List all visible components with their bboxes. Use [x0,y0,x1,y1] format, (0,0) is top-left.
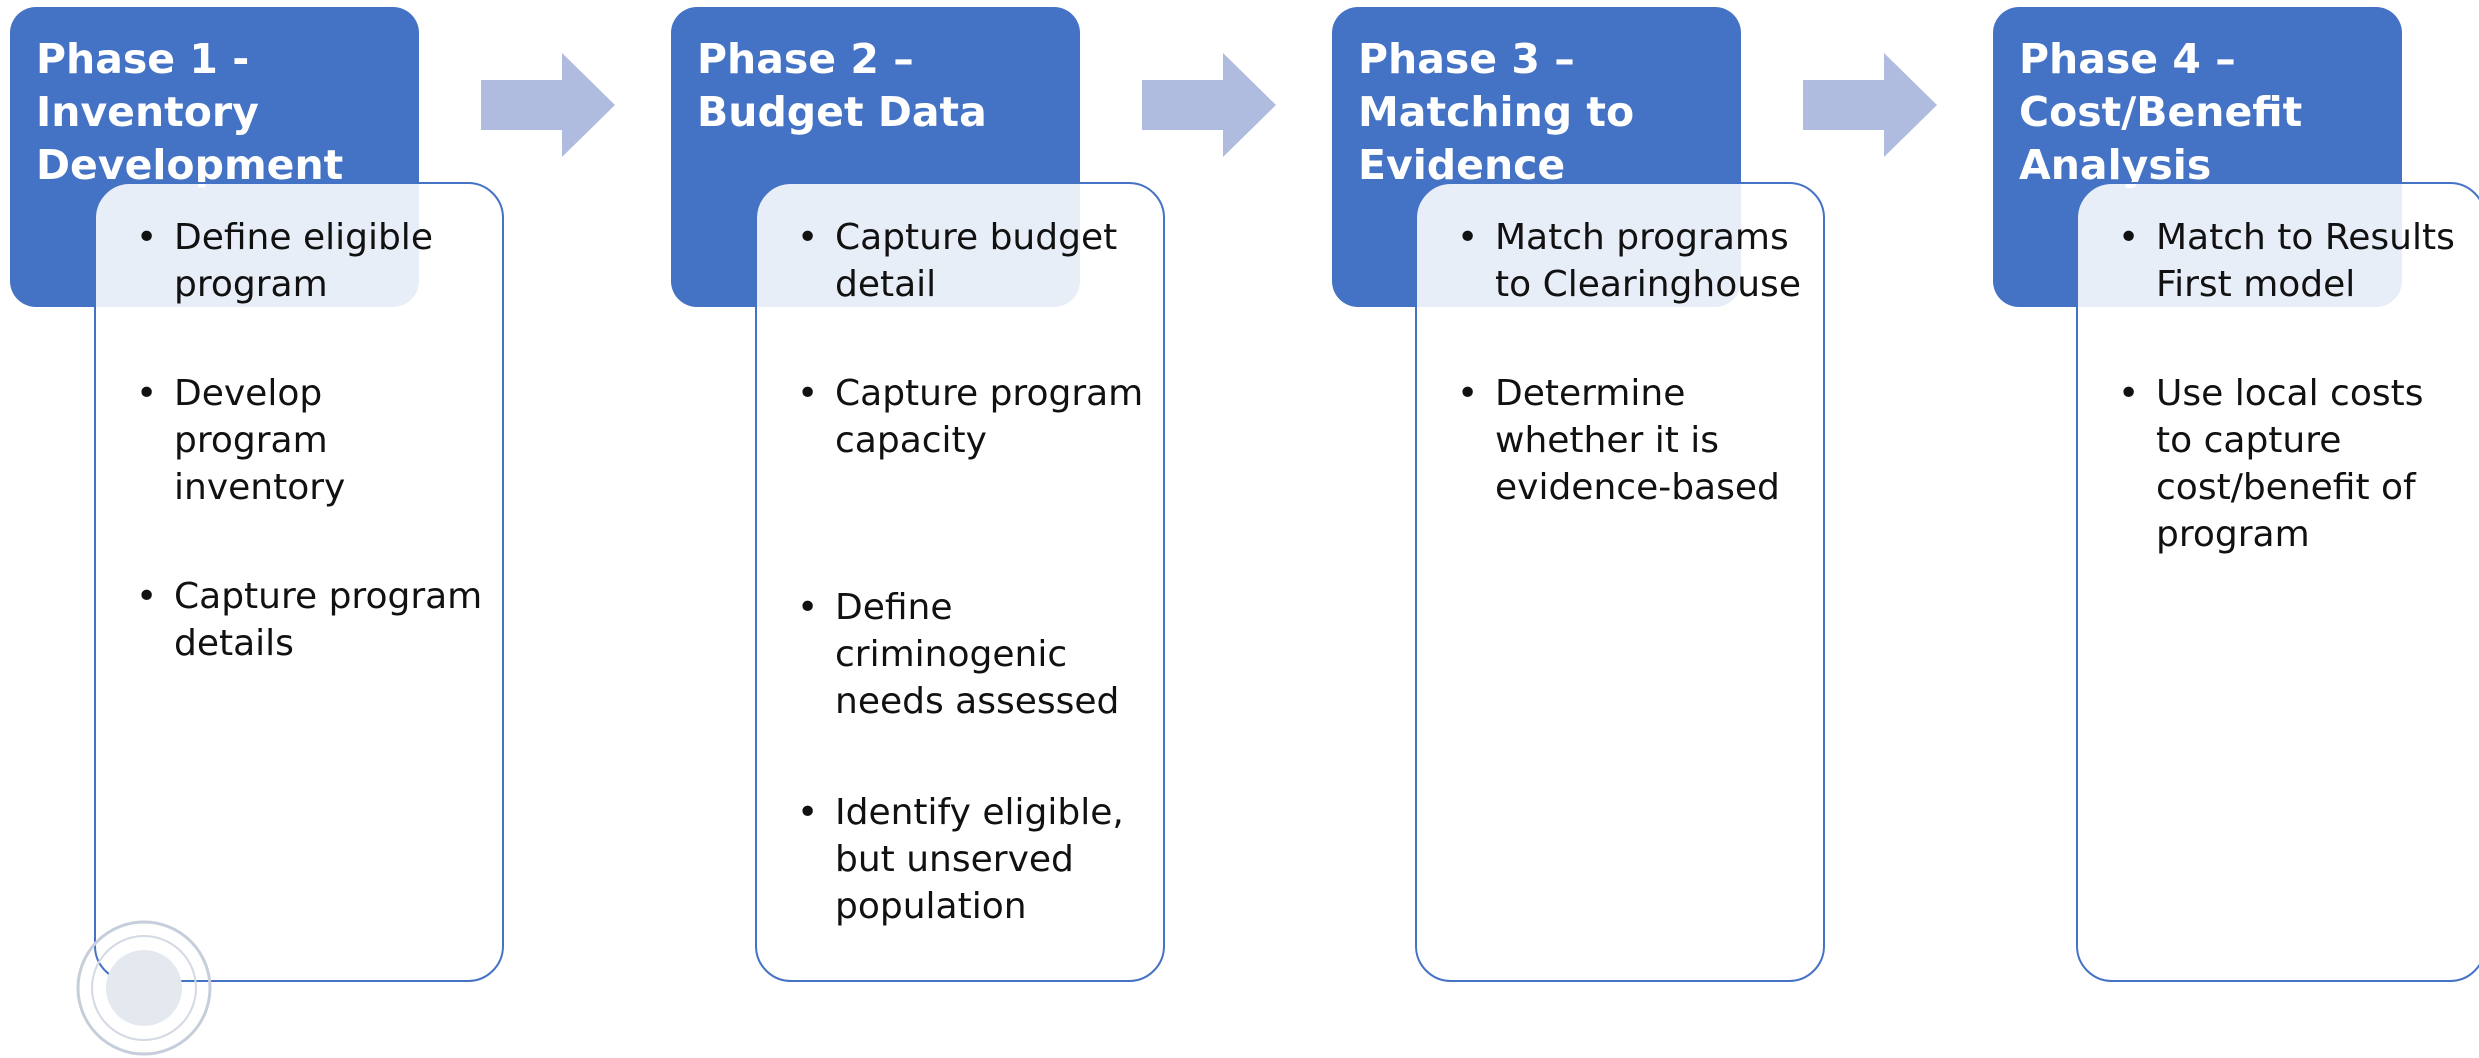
right-arrow-icon [1142,53,1276,157]
phase-4-title: Phase 4 – Cost/Benefit Analysis [2019,35,2303,189]
phase-2-details: Capture budget detail Capture program ca… [755,182,1165,982]
phase-2-bullet-2: Capture program capacity [797,370,1147,464]
phase-3-details: Match programs to Clearinghouse Determin… [1415,182,1825,982]
phase-4-bullet-2: Use local costs to capture cost/benefit … [2118,370,2468,558]
phase-1-bullet-1: Define eligible program [136,214,486,308]
phase-3-bullet-1: Match programs to Clearinghouse [1457,214,1807,308]
right-arrow-icon [1803,53,1937,157]
state-seal-icon [76,920,212,1056]
phase-2-bullet-4: Identify eligible, but unserved populati… [797,789,1147,930]
phase-1-bullet-2: Develop program inventory [136,370,486,511]
phase-2-bullet-1: Capture budget detail [797,214,1147,308]
phase-3-bullet-2: Determine whether it is evidence-based [1457,370,1807,511]
phase-4-bullet-1: Match to Results First model [2118,214,2468,308]
phase-2-title: Phase 2 – Budget Data [697,35,987,136]
phase-4-details: Match to Results First model Use local c… [2076,182,2479,982]
phase-1-title: Phase 1 - Inventory Development [36,35,344,189]
phase-1-details: Define eligible program Develop program … [94,182,504,982]
phase-1-bullet-3: Capture program details [136,573,486,667]
phase-2-bullet-3: Define criminogenic needs assessed [797,584,1147,725]
right-arrow-icon [481,53,615,157]
phase-3-title: Phase 3 – Matching to Evidence [1358,35,1635,189]
